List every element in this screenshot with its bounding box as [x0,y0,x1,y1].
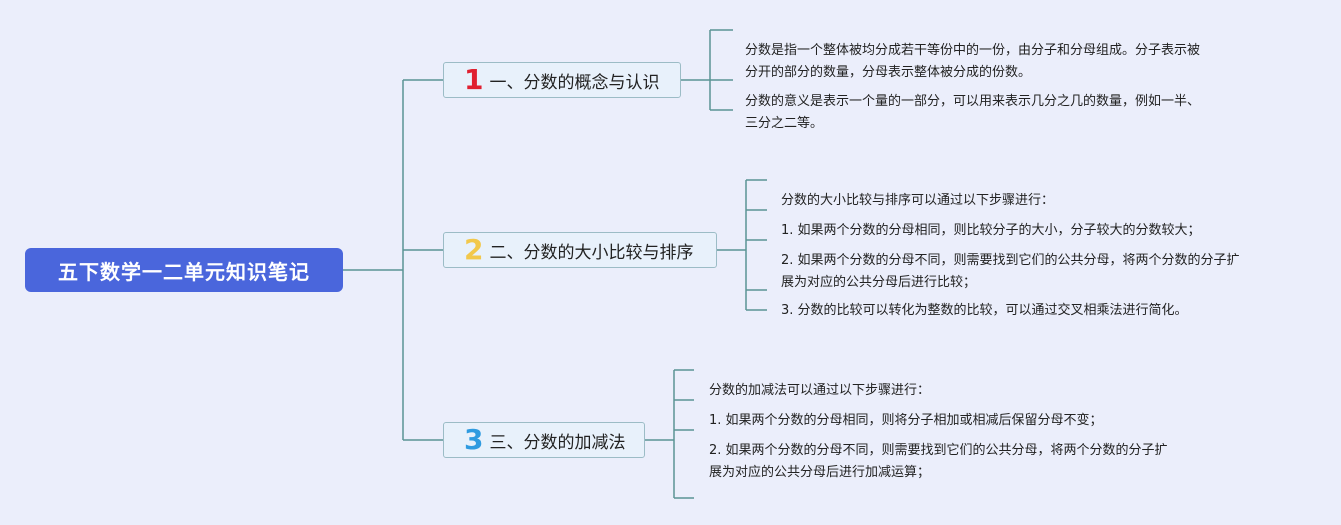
note-line: 分数是指一个整体被均分成若干等份中的一份，由分子和分母组成。分子表示被 [745,43,1201,58]
topic-label: 一、分数的概念与认识 [489,72,660,93]
topic-label: 三、分数的加减法 [489,432,626,453]
note: 分数的加减法可以通过以下步骤进行： [709,380,930,402]
note-line: 分数的意义是表示一个量的一部分，可以用来表示几分之几的数量，例如一半、 [745,94,1201,109]
note-line: 1. 如果两个分数的分母相同，则比较分子的大小，分子较大的分数较大； [781,223,1201,238]
note: 2. 如果两个分数的分母不同，则需要找到它们的公共分母，将两个分数的分子扩 展为… [709,440,1168,484]
number-2-icon: 2 [464,233,484,266]
note: 分数是指一个整体被均分成若干等份中的一份，由分子和分母组成。分子表示被 分开的部… [745,40,1200,84]
note: 分数的意义是表示一个量的一部分，可以用来表示几分之几的数量，例如一半、 三分之二… [745,91,1200,135]
root-label: 五下数学一二单元知识笔记 [58,259,310,284]
note: 2. 如果两个分数的分母不同，则需要找到它们的公共分母，将两个分数的分子扩 展为… [781,250,1240,294]
note-line: 三分之二等。 [745,116,824,131]
number-3-icon: 3 [464,423,484,456]
note-line: 3. 分数的比较可以转化为整数的比较，可以通过交叉相乘法进行简化。 [781,303,1188,318]
note: 1. 如果两个分数的分母相同，则将分子相加或相减后保留分母不变； [709,410,1103,432]
note-line: 分开的部分的数量，分母表示整体被分成的份数。 [745,65,1032,80]
topic-node-3[interactable]: 3 三、分数的加减法 [443,422,645,458]
note-line: 分数的大小比较与排序可以通过以下步骤进行： [781,193,1055,208]
topic-node-2[interactable]: 2 二、分数的大小比较与排序 [443,232,717,268]
topic-label: 二、分数的大小比较与排序 [489,242,694,263]
note-line: 展为对应的公共分母后进行比较； [781,275,977,290]
number-1-icon: 1 [464,63,484,96]
note: 3. 分数的比较可以转化为整数的比较，可以通过交叉相乘法进行简化。 [781,300,1188,322]
note-line: 2. 如果两个分数的分母不同，则需要找到它们的公共分母，将两个分数的分子扩 [781,253,1240,268]
note-line: 分数的加减法可以通过以下步骤进行： [709,383,931,398]
note-line: 1. 如果两个分数的分母相同，则将分子相加或相减后保留分母不变； [709,413,1103,428]
note: 分数的大小比较与排序可以通过以下步骤进行： [781,190,1054,212]
root-node[interactable]: 五下数学一二单元知识笔记 [25,248,343,292]
note-line: 展为对应的公共分母后进行加减运算； [709,465,931,480]
note: 1. 如果两个分数的分母相同，则比较分子的大小，分子较大的分数较大； [781,220,1201,242]
note-line: 2. 如果两个分数的分母不同，则需要找到它们的公共分母，将两个分数的分子扩 [709,443,1168,458]
topic-node-1[interactable]: 1 一、分数的概念与认识 [443,62,681,98]
